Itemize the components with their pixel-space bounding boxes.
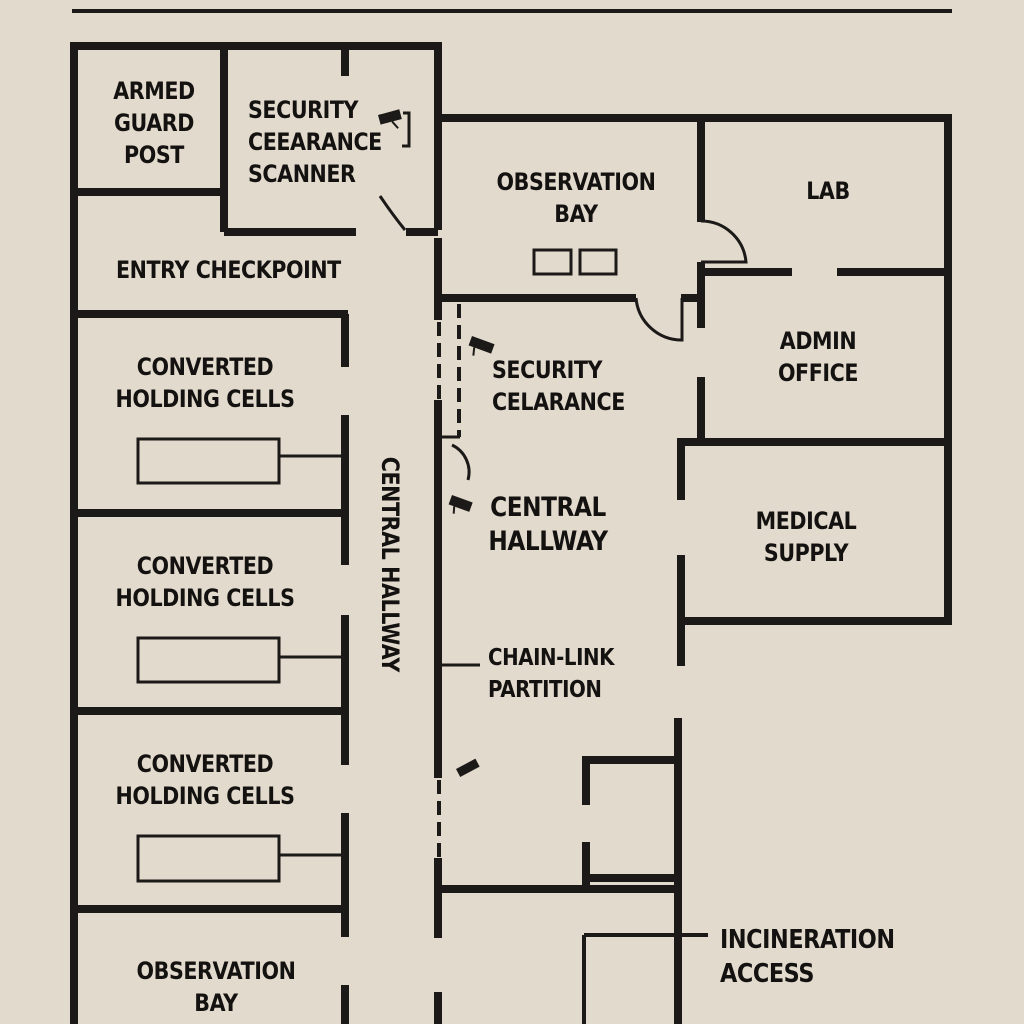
label-line: ACCESS [720,959,815,989]
room-label-incineration-access: INCINERATION ACCESS [720,923,895,991]
room-label-armed-guard-post: ARMED GUARD POST [111,75,197,171]
label-line: POST [124,141,184,169]
label-line: SUPPLY [763,539,849,567]
bed-icon [136,437,345,883]
label-line: ADMIN [779,327,857,355]
label-line: PARTITION [488,677,602,703]
walls-hallway [434,304,480,1024]
room-label-security-clearance-scanner: SECURITY CEEARANCE SCANNER [248,94,382,190]
label-line: HALLWAY [488,526,608,557]
room-label-lab: LAB [806,177,850,205]
label-line: CONVERTED [136,353,274,381]
room-label-entry-checkpoint: ENTRY CHECKPOINT [116,256,341,284]
label-line: BAY [554,200,598,228]
label-line: CHAIN-LINK [488,645,615,671]
label-line: ARMED [113,77,195,105]
security-camera-icon [378,109,495,777]
label-line: GUARD [114,109,194,137]
room-label-holding-cells-3: CONVERTED HOLDING CELLS [110,748,299,812]
label-line: SECURITY [492,356,603,384]
label-line: CELARANCE [492,388,625,416]
label-line: CENTRAL [490,492,606,523]
room-label-medical-supply: MEDICAL SUPPLY [746,505,866,569]
monitor-icon [532,248,618,276]
label-line: CONVERTED [136,552,274,580]
label-line: SCANNER [248,160,356,188]
room-label-security-clearance: SECURITY CELARANCE [492,354,625,418]
label-line: OFFICE [777,359,859,387]
label-line: OBSERVATION [136,957,296,985]
label-line: SECURITY [248,96,359,124]
label-line: HOLDING CELLS [115,782,295,810]
door-swing-icon [378,195,748,481]
walls-right-block [438,114,952,1024]
label-line: BAY [194,989,238,1017]
label-line: HOLDING CELLS [115,584,295,612]
label-line: CEEARANCE [248,128,382,156]
walls-left-block [70,42,442,1024]
label-line: INCINERATION [720,925,895,955]
label-line: OBSERVATION [496,168,656,196]
label-line: CONVERTED [136,750,274,778]
room-label-holding-cells-1: CONVERTED HOLDING CELLS [110,351,299,415]
label-line: MEDICAL [755,507,857,535]
label-line: HOLDING CELLS [115,385,295,413]
room-label-admin-office: ADMIN OFFICE [766,325,869,389]
room-label-observation-bay-bottom: OBSERVATION BAY [130,955,302,1019]
room-label-observation-bay: OBSERVATION BAY [490,166,662,230]
room-label-chain-link-partition: CHAIN-LINK PARTITION [488,642,614,706]
room-label-holding-cells-2: CONVERTED HOLDING CELLS [110,550,299,614]
room-label-central-hallway: CENTRAL HALLWAY [488,491,608,559]
room-label-central-hallway-vertical: CENTRAL HALLWAY [376,456,404,672]
